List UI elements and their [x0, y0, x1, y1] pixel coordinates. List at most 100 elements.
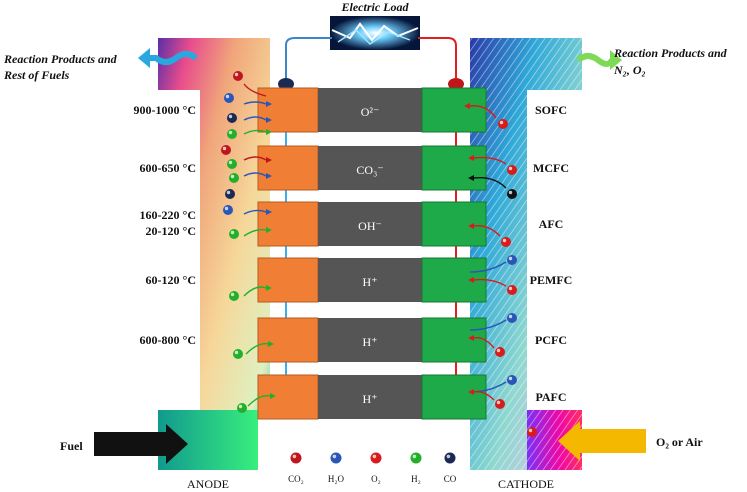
anode-chamber	[158, 38, 270, 470]
molecule	[501, 237, 511, 247]
flow-arrow	[243, 286, 267, 297]
flow-arrow	[243, 172, 267, 177]
legend-dot	[370, 452, 382, 464]
flow-arrow	[473, 156, 507, 165]
ion-label: CO₃⁻	[356, 163, 383, 177]
fuel-arrow-shaft	[94, 432, 168, 456]
flow-arrow	[473, 225, 501, 237]
flow-arrow	[243, 209, 267, 215]
molecule	[233, 349, 243, 359]
ion-label: H⁺	[363, 275, 378, 289]
molecule	[227, 113, 237, 123]
electric-load-title: Electric Load	[341, 0, 410, 14]
cathode-hatch	[470, 38, 582, 470]
oxidant-arrowhead	[558, 421, 580, 461]
left-output-label-line1: Reaction Products and	[3, 52, 118, 66]
right-output-arrow	[576, 53, 615, 67]
cathode-block	[421, 87, 487, 133]
flow-arrow	[247, 395, 271, 407]
temperature-label: 160-220 °C	[140, 208, 196, 222]
legend-item: CO₂	[288, 452, 304, 484]
molecule	[498, 119, 508, 129]
electrolyte-block	[318, 202, 422, 246]
legend-item: H₂	[410, 452, 422, 484]
legend-item: CO	[444, 452, 457, 484]
flow-arrow	[469, 105, 497, 119]
anode-block	[257, 317, 319, 363]
left-output-arrow	[148, 51, 198, 65]
temperature-label: 600-800 °C	[140, 333, 196, 347]
flow-arrow	[243, 83, 267, 97]
molecule	[221, 145, 231, 155]
molecule	[229, 173, 239, 183]
legend-dot	[444, 452, 456, 464]
electrolyte-block	[318, 146, 422, 190]
cell-row-pcfc: H⁺ PCFC 600-800 °C	[140, 317, 567, 363]
molecule	[229, 229, 239, 239]
molecule	[507, 255, 517, 265]
legend-label: H₂	[411, 474, 421, 484]
molecule	[224, 93, 234, 103]
cell-row-pafc: H⁺PAFC	[257, 374, 567, 420]
right-output-label-line1: Reaction Products and	[613, 46, 728, 60]
ion-label: O²⁻	[361, 105, 380, 119]
cathode-block	[421, 317, 487, 363]
flow-arrow	[473, 177, 507, 189]
legend-label: CO	[444, 474, 457, 484]
right-output-label-line2: N₂, O₂	[613, 63, 646, 77]
negative-wire	[285, 37, 332, 80]
cell-type-label: MCFC	[533, 161, 569, 175]
molecule	[229, 291, 239, 301]
cathode-block	[421, 374, 487, 420]
legend-dot	[410, 452, 422, 464]
molecule	[495, 399, 505, 409]
flow-arrow	[473, 278, 507, 287]
electrolyte-block	[318, 88, 422, 132]
cell-type-label: PAFC	[535, 390, 566, 404]
oxidant-arrow-shaft	[578, 429, 646, 453]
anode-block	[257, 374, 319, 420]
legend-dot	[290, 452, 302, 464]
molecule-legend: CO₂ H₂O O₂ H₂ CO	[288, 452, 457, 484]
flow-arrow	[243, 228, 267, 237]
legend-item: H₂O	[328, 452, 345, 484]
temperature-label-2: 20-120 °C	[146, 224, 196, 238]
molecule	[223, 205, 233, 215]
lightning-bolt	[337, 29, 411, 45]
cell-type-label: PEMFC	[530, 273, 573, 287]
fuel-arrowhead	[166, 424, 188, 464]
flow-arrow	[243, 129, 267, 135]
electrolyte-block	[318, 318, 422, 362]
positive-terminal	[448, 78, 464, 90]
positive-wire	[418, 37, 457, 80]
electrolyte-block	[318, 375, 422, 419]
cathode-block	[421, 145, 487, 191]
electrolyte-block	[318, 258, 422, 302]
molecule	[507, 313, 517, 323]
flow-arrow	[245, 343, 269, 355]
legend-dot	[330, 452, 342, 464]
temperature-label: 600-650 °C	[140, 161, 196, 175]
molecule	[227, 129, 237, 139]
cathode-label: CATHODE	[498, 477, 554, 491]
cell-type-label: AFC	[539, 217, 564, 231]
molecule	[495, 347, 505, 357]
anode-label: ANODE	[187, 477, 229, 491]
anode-block	[257, 257, 319, 303]
cathode-block	[421, 201, 487, 247]
ion-label: H⁺	[363, 335, 378, 349]
flow-arrow	[243, 101, 267, 105]
legend-item: O₂	[370, 452, 382, 484]
oxidant-label: O₂ or Air	[656, 435, 703, 449]
cell-row-pemfc: H⁺ PEMFC 60-120 °C	[146, 257, 573, 303]
cell-row-afc: OH⁻ AFC 160-220 °C 20-120 °C	[140, 201, 564, 247]
temperature-label: 60-120 °C	[146, 273, 196, 287]
ion-label: OH⁻	[358, 219, 382, 233]
cell-type-label: PCFC	[535, 333, 567, 347]
flow-arrow	[243, 156, 267, 161]
molecule	[227, 159, 237, 169]
legend-label: O₂	[371, 474, 381, 484]
